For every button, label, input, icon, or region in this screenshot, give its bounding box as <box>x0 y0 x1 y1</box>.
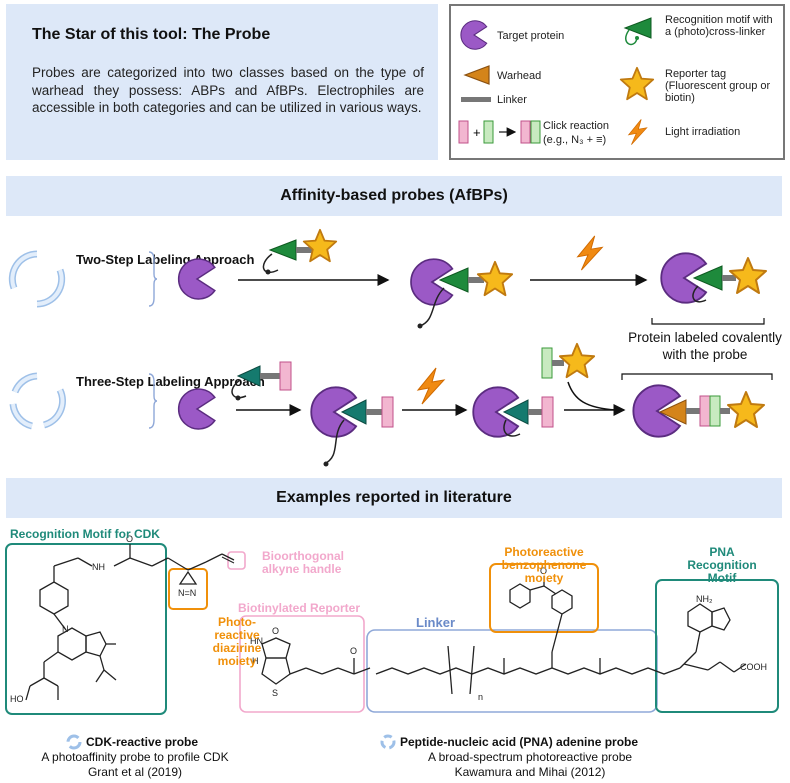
atom-label: n <box>478 692 483 702</box>
reporter-tag-icon <box>558 342 596 379</box>
cdk-probe-name: CDK-reactive probe <box>86 735 199 749</box>
legend-click-reaction: Click reaction <box>543 120 610 132</box>
warhead-icon <box>463 65 490 85</box>
two-step-brace <box>148 251 158 307</box>
three-step-label: Three-Step Labeling Approach <box>76 374 265 389</box>
examples-structures: O NH N=N N HO O HN H S O n O NH₂ COOH <box>5 534 779 715</box>
reporter-tag-icon <box>619 66 655 101</box>
label-recognition-cdk: Recognition Motif for CDK <box>10 527 160 541</box>
target-protein-icon <box>177 388 216 430</box>
reporter-tag-icon <box>302 228 338 263</box>
label-biotin: Biotinylated Reporter <box>238 601 361 615</box>
legend-click-example: (e.g., N₃ + ≡) <box>543 134 607 146</box>
atom-label: N=N <box>178 588 196 598</box>
reporter-tag-icon <box>727 391 765 428</box>
legend-warhead: Warhead <box>497 70 542 82</box>
atom-label: O <box>350 646 357 656</box>
light-irradiation-icon <box>628 119 648 145</box>
label-diazirine: Photo-reactive diazirine moiety <box>212 615 262 668</box>
light-irradiation-icon <box>577 235 603 271</box>
atom-label: COOH <box>740 662 767 672</box>
recognition-motif-icon <box>236 365 261 387</box>
afbp-banner: Affinity-based probes (AfBPs) <box>6 176 782 216</box>
pna-probe-ref: Kawamura and Mihai (2012) <box>454 765 606 779</box>
atom-label: HN <box>250 636 263 646</box>
two-step-cycle-icon <box>8 250 66 308</box>
intro-panel: The Star of this tool: The Probe Probes … <box>6 4 438 160</box>
click-reaction-icon: + <box>458 120 541 144</box>
atom-label: HO <box>10 694 24 704</box>
intro-title: The Star of this tool: The Probe <box>32 26 271 43</box>
three-step-brace <box>148 373 158 429</box>
cdk-probe-ref: Grant et al (2019) <box>87 765 183 779</box>
legend-linker: Linker <box>497 94 527 106</box>
light-irradiation-icon <box>417 367 445 405</box>
atom-label: H <box>252 656 259 666</box>
three-step-diagram <box>177 342 773 467</box>
recognition-motif-icon <box>268 239 297 261</box>
legend-target-protein: Target protein <box>497 30 565 42</box>
legend-recognition-motif: Recognition motif with a (photo)cross-li… <box>665 14 773 38</box>
three-step-cycle-icon <box>9 372 66 430</box>
legend-light-irradiation: Light irradiation <box>665 126 741 138</box>
labeled-caption: Protein labeled covalently with the prob… <box>628 330 782 362</box>
label-pna-motif: PNA Recognition Motif <box>687 545 757 585</box>
label-linker: Linker <box>416 615 456 630</box>
examples-banner: Examples reported in literature <box>6 478 782 518</box>
reporter-tag-icon <box>729 257 767 294</box>
atom-label: NH₂ <box>696 594 713 604</box>
legend-panel: Target protein Warhead Linker + Click re… <box>449 4 785 160</box>
linker-icon <box>461 97 491 102</box>
cdk-probe-cycle-icon <box>66 734 82 750</box>
pna-probe-desc: A broad-spectrum photoreactive probe <box>427 750 633 764</box>
atom-label: O <box>126 534 133 544</box>
recognition-motif-icon <box>623 17 652 46</box>
label-alkyne: Bioorthogonal alkyne handle <box>262 549 344 576</box>
legend-reporter-tag: Reporter tag (Fluorescent group or bioti… <box>665 68 771 104</box>
reporter-tag-icon <box>476 260 514 297</box>
atom-label: N <box>62 624 69 634</box>
pna-probe-name: Peptide-nucleic acid (PNA) adenine probe <box>400 735 639 749</box>
target-protein-icon <box>177 258 216 300</box>
atom-label: O <box>272 626 279 636</box>
two-step-diagram <box>177 228 767 329</box>
target-protein-icon <box>460 20 488 50</box>
svg-text:+: + <box>473 125 481 140</box>
cdk-probe-desc: A photoaffinity probe to profile CDK <box>41 750 229 764</box>
label-benzophenone: Photoreactive benzophenone moiety <box>501 545 587 585</box>
atom-label: NH <box>92 562 105 572</box>
atom-label: S <box>272 688 278 698</box>
atom-label: O <box>540 566 547 576</box>
pna-probe-cycle-icon <box>380 734 396 750</box>
intro-text: Probes are categorized into two classes … <box>32 65 424 115</box>
